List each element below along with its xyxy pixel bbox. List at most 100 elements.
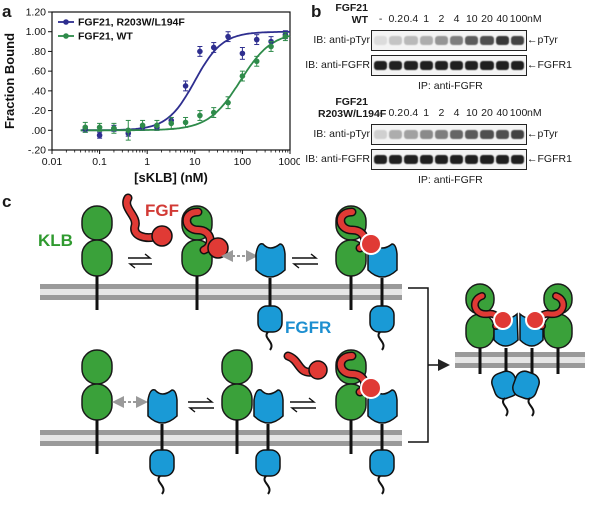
blot-band [465, 155, 479, 164]
data-point [268, 43, 274, 50]
blot-band [389, 155, 403, 164]
concentration-label: 10 [465, 107, 478, 119]
concentration-label: 2 [438, 107, 445, 119]
signaling-dimer [465, 283, 573, 417]
blot-strip [371, 149, 527, 170]
data-point [239, 73, 246, 79]
fgfr-receptor-top [255, 242, 286, 351]
klb-fgf-complex [181, 205, 229, 310]
panel-label-c: c [2, 192, 12, 211]
ternary-complex-top [335, 205, 398, 351]
blot-target-label: ←pTyr [527, 34, 558, 46]
equilibrium-arrow [188, 397, 214, 413]
blot-band [495, 130, 509, 139]
blot-ib-label: IB: anti-FGFR [305, 153, 370, 165]
data-point [253, 36, 260, 43]
data-point [253, 58, 260, 65]
data-point [197, 112, 203, 119]
fgfr-receptor-bottom-free [147, 388, 178, 495]
blot-band [480, 155, 494, 164]
blot-band [389, 61, 403, 70]
blot-band [465, 61, 479, 70]
blot-target-label: ←pTyr [527, 128, 558, 140]
mechanism-schematic: FGF KLB FGFR [38, 193, 585, 495]
data-point [225, 99, 231, 106]
concentration-label: 1 [423, 13, 430, 25]
data-point [210, 44, 217, 51]
blot-target-label: ←FGFR1 [527, 59, 572, 71]
legend-marker [63, 19, 69, 25]
blot-ib-label: IB: anti-pTyr [313, 34, 370, 46]
blot-band [389, 36, 403, 45]
y-tick-label: 1.20 [26, 7, 47, 19]
blot-band [495, 155, 509, 164]
concentration-unit: nM [527, 13, 542, 25]
y-tick-label: .80 [31, 46, 46, 58]
x-axis-label: [sKLB] (nM) [134, 170, 208, 185]
klb-receptor-free [81, 205, 113, 310]
blot-band [450, 155, 464, 164]
blot-band [495, 61, 509, 70]
concentration-label: 40 [496, 107, 509, 119]
blot-ib-label: IB: anti-FGFR [305, 59, 370, 71]
membrane-bottom [40, 430, 402, 446]
fgfr-label: FGFR [285, 318, 331, 337]
concentration-label: 0.4 [403, 13, 419, 25]
concentration-label: 10 [465, 13, 478, 25]
y-tick-label: .40 [31, 85, 46, 97]
concentration-label: 0.2 [388, 13, 404, 25]
y-axis-label: Fraction Bound [2, 33, 17, 129]
fgf-label: FGF [145, 201, 179, 220]
y-tick-label: .20 [31, 105, 46, 117]
plot-frame [51, 11, 291, 151]
concentration-label: 4 [453, 13, 460, 25]
blot-band [374, 130, 388, 139]
data-point [82, 124, 89, 131]
blot-strip [371, 55, 527, 76]
concentration-label: 2 [438, 13, 445, 25]
equilibrium-arrow [128, 253, 152, 269]
equilibrium-arrow [290, 397, 316, 413]
blot-band [434, 61, 448, 70]
converge-bracket [408, 287, 450, 443]
x-tick-label: 0.1 [92, 156, 107, 168]
blot-band [434, 130, 448, 139]
blot-band [389, 130, 403, 139]
blot-band [510, 61, 524, 70]
concentration-label: 4 [453, 107, 460, 119]
concentration-label: - [378, 107, 383, 119]
blot-band [404, 36, 418, 45]
blot-band [374, 155, 388, 164]
concentration-label: 20 [481, 107, 493, 119]
blot-band [510, 36, 524, 45]
blot-ip-label: IP: anti-FGFR [418, 80, 483, 92]
blot-band [450, 61, 464, 70]
blot-group-name: FGF21 [335, 2, 368, 14]
data-point [154, 122, 160, 129]
x-tick-label: 100 [234, 156, 252, 168]
x-tick-label: 1000 [278, 156, 300, 168]
concentration-label: 1 [423, 107, 430, 119]
panel-label-b: b [311, 2, 322, 21]
y-tick-label: .00 [31, 125, 46, 137]
fgf-ligand-free [122, 193, 173, 247]
klb-receptor-bottom-free [81, 349, 113, 454]
blot-group-variant: R203W/L194F [318, 108, 387, 120]
data-point [111, 125, 117, 132]
blot-band [450, 130, 464, 139]
data-point [168, 120, 175, 127]
klb-fgfr-binary-complex [221, 349, 284, 495]
blot-group-name: FGF21 [335, 96, 368, 108]
blot-band [419, 61, 433, 70]
membrane-right [455, 352, 585, 368]
x-tick-label: 10 [189, 156, 201, 168]
legend-label: FGF21, WT [78, 31, 133, 43]
blot-band [404, 130, 418, 139]
panel-label-a: a [2, 2, 12, 21]
concentration-label: 40 [496, 13, 509, 25]
blot-band [450, 36, 464, 45]
concentration-label: 100 [509, 13, 528, 25]
data-point [125, 127, 132, 134]
